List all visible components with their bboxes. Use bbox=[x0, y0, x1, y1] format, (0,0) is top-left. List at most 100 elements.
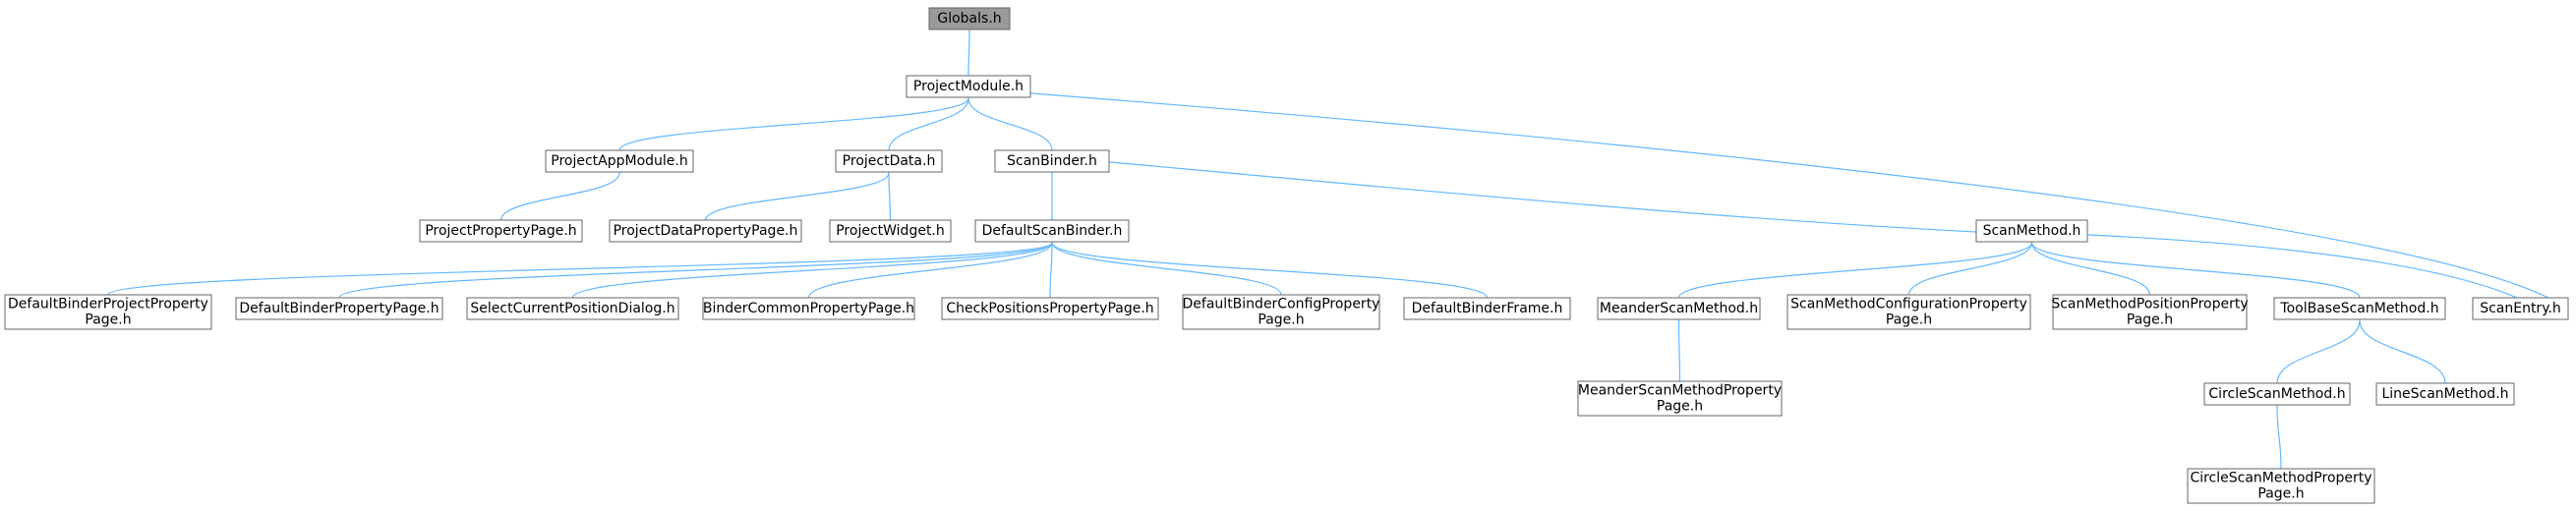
node-scanbinder[interactable]: ScanBinder.h bbox=[994, 149, 1110, 173]
node-label: ProjectData.h bbox=[843, 153, 936, 169]
node-label: Globals.h bbox=[937, 11, 1001, 27]
node-projectdata[interactable]: ProjectData.h bbox=[835, 149, 943, 173]
node-projectappmodule[interactable]: ProjectAppModule.h bbox=[545, 149, 694, 173]
edge-defaultbinderpropertypage-to-defaultscanbinder bbox=[338, 229, 1059, 299]
node-box bbox=[994, 149, 1110, 173]
edge-projectdata-to-projectmodule bbox=[888, 85, 975, 151]
edge-toolbasescanmethod-to-scanmethod bbox=[2025, 229, 2361, 299]
node-label: BinderCommonPropertyPage.h bbox=[703, 301, 914, 316]
node-box bbox=[1182, 294, 1380, 330]
node-box bbox=[4, 294, 212, 330]
node-bindercommonpropertypage[interactable]: BinderCommonPropertyPage.h bbox=[702, 297, 915, 320]
node-label: CheckPositionsPropertyPage.h bbox=[946, 301, 1153, 316]
edge-scanmethodconfigurationpropertypage-to-scanmethod bbox=[1907, 229, 2038, 296]
node-box bbox=[2273, 297, 2446, 320]
node-circlescanmethod[interactable]: CircleScanMethod.h bbox=[2203, 382, 2351, 406]
node-linescanmethod[interactable]: LineScanMethod.h bbox=[2375, 382, 2515, 406]
node-label: Page.h bbox=[85, 312, 131, 328]
edge-defaultbinderframe-to-defaultscanbinder bbox=[1045, 229, 1489, 299]
node-box bbox=[419, 219, 583, 243]
node-box bbox=[1597, 297, 1761, 320]
edge-projectmodule-to-globals bbox=[964, 17, 976, 77]
node-box bbox=[2472, 297, 2569, 320]
node-label: LineScanMethod.h bbox=[2381, 386, 2508, 402]
edge-meanderscanmethodpropertypage-to-meanderscanmethod bbox=[1672, 307, 1685, 382]
node-box bbox=[835, 149, 943, 173]
node-label: DefaultBinderFrame.h bbox=[1412, 301, 1563, 316]
node-selectcurrentpositiondialog[interactable]: SelectCurrentPositionDialog.h bbox=[466, 297, 679, 320]
edge-scanentry-to-scanmethod bbox=[2075, 228, 2518, 299]
node-box bbox=[928, 7, 1011, 30]
node-defaultscanbinder[interactable]: DefaultScanBinder.h bbox=[974, 219, 1130, 243]
node-label: ScanBinder.h bbox=[1007, 153, 1097, 169]
node-label: ScanMethodConfigurationProperty bbox=[1790, 297, 2027, 312]
edge-selectcurrentpositiondialog-to-defaultscanbinder bbox=[571, 229, 1059, 299]
node-defaultbinderframe[interactable]: DefaultBinderFrame.h bbox=[1403, 297, 1571, 320]
node-box bbox=[235, 297, 443, 320]
node-box bbox=[466, 297, 679, 320]
edge-projectwidget-to-projectdata bbox=[882, 159, 895, 221]
node-label: DefaultBinderPropertyPage.h bbox=[239, 301, 439, 316]
edge-scanmethodpositionpropertypage-to-scanmethod bbox=[2025, 229, 2151, 296]
edge-linescanmethod-to-toolbasescanmethod bbox=[2353, 307, 2446, 384]
node-projectmodule[interactable]: ProjectModule.h bbox=[906, 75, 1031, 98]
node-toolbasescanmethod[interactable]: ToolBaseScanMethod.h bbox=[2273, 297, 2446, 320]
node-projectpropertypage[interactable]: ProjectPropertyPage.h bbox=[419, 219, 583, 243]
node-scanentry[interactable]: ScanEntry.h bbox=[2472, 297, 2569, 320]
node-label: DefaultScanBinder.h bbox=[982, 223, 1123, 239]
node-label: MeanderScanMethodProperty bbox=[1578, 383, 1782, 399]
node-box bbox=[609, 219, 802, 243]
node-label: CircleScanMethodProperty bbox=[2190, 471, 2371, 486]
node-projectdatapropertypage[interactable]: ProjectDataPropertyPage.h bbox=[609, 219, 802, 243]
node-label: ProjectWidget.h bbox=[836, 223, 945, 239]
edge-circlescanmethodpropertypage-to-circlescanmethod bbox=[2270, 392, 2283, 470]
node-label: Page.h bbox=[1886, 312, 1932, 328]
node-box bbox=[906, 75, 1031, 98]
edge-projectpropertypage-to-projectappmodule bbox=[499, 159, 626, 221]
node-box bbox=[1786, 294, 2031, 330]
node-label: Page.h bbox=[1657, 399, 1703, 415]
node-box bbox=[1403, 297, 1571, 320]
node-label: ProjectModule.h bbox=[913, 79, 1024, 94]
node-label: ProjectAppModule.h bbox=[551, 153, 687, 169]
node-label: ScanEntry.h bbox=[2480, 301, 2561, 316]
node-label: ProjectDataPropertyPage.h bbox=[614, 223, 798, 239]
node-box bbox=[941, 297, 1159, 320]
edge-scanbinder-to-projectmodule bbox=[962, 85, 1053, 151]
node-box bbox=[1975, 219, 2088, 243]
node-globals[interactable]: Globals.h bbox=[928, 7, 1011, 30]
edge-defaultbinderconfigpropertypage-to-defaultscanbinder bbox=[1045, 229, 1282, 296]
node-label: CircleScanMethod.h bbox=[2208, 386, 2345, 402]
edge-scanmethod-to-scanbinder bbox=[1096, 154, 1977, 233]
edge-projectappmodule-to-projectmodule bbox=[618, 85, 975, 151]
edge-scanentry-to-projectmodule bbox=[1018, 86, 2549, 299]
edge-bindercommonpropertypage-to-defaultscanbinder bbox=[807, 229, 1059, 299]
node-defaultbinderpropertypage[interactable]: DefaultBinderPropertyPage.h bbox=[235, 297, 443, 320]
node-label: Page.h bbox=[2127, 312, 2173, 328]
edge-checkpositionspropertypage-to-defaultscanbinder bbox=[1046, 229, 1059, 299]
node-label: DefaultBinderConfigProperty bbox=[1183, 297, 1380, 312]
node-label: SelectCurrentPositionDialog.h bbox=[470, 301, 674, 316]
edge-defaultbinderprojectpropertypage-to-defaultscanbinder bbox=[107, 229, 1059, 296]
node-box bbox=[2187, 468, 2375, 504]
node-label: ScanMethod.h bbox=[1983, 223, 2081, 239]
node-label: ToolBaseScanMethod.h bbox=[2279, 301, 2438, 316]
node-checkpositionspropertypage[interactable]: CheckPositionsPropertyPage.h bbox=[941, 297, 1159, 320]
node-scanmethod[interactable]: ScanMethod.h bbox=[1975, 219, 2088, 243]
node-label: MeanderScanMethod.h bbox=[1600, 301, 1758, 316]
node-projectwidget[interactable]: ProjectWidget.h bbox=[829, 219, 952, 243]
node-meanderscanmethod[interactable]: MeanderScanMethod.h bbox=[1597, 297, 1761, 320]
node-box bbox=[829, 219, 952, 243]
node-box bbox=[1577, 380, 1783, 417]
node-box bbox=[545, 149, 694, 173]
node-label: ScanMethodPositionProperty bbox=[2051, 297, 2248, 312]
edge-circlescanmethod-to-toolbasescanmethod bbox=[2276, 307, 2367, 384]
node-label: ProjectPropertyPage.h bbox=[425, 223, 576, 239]
